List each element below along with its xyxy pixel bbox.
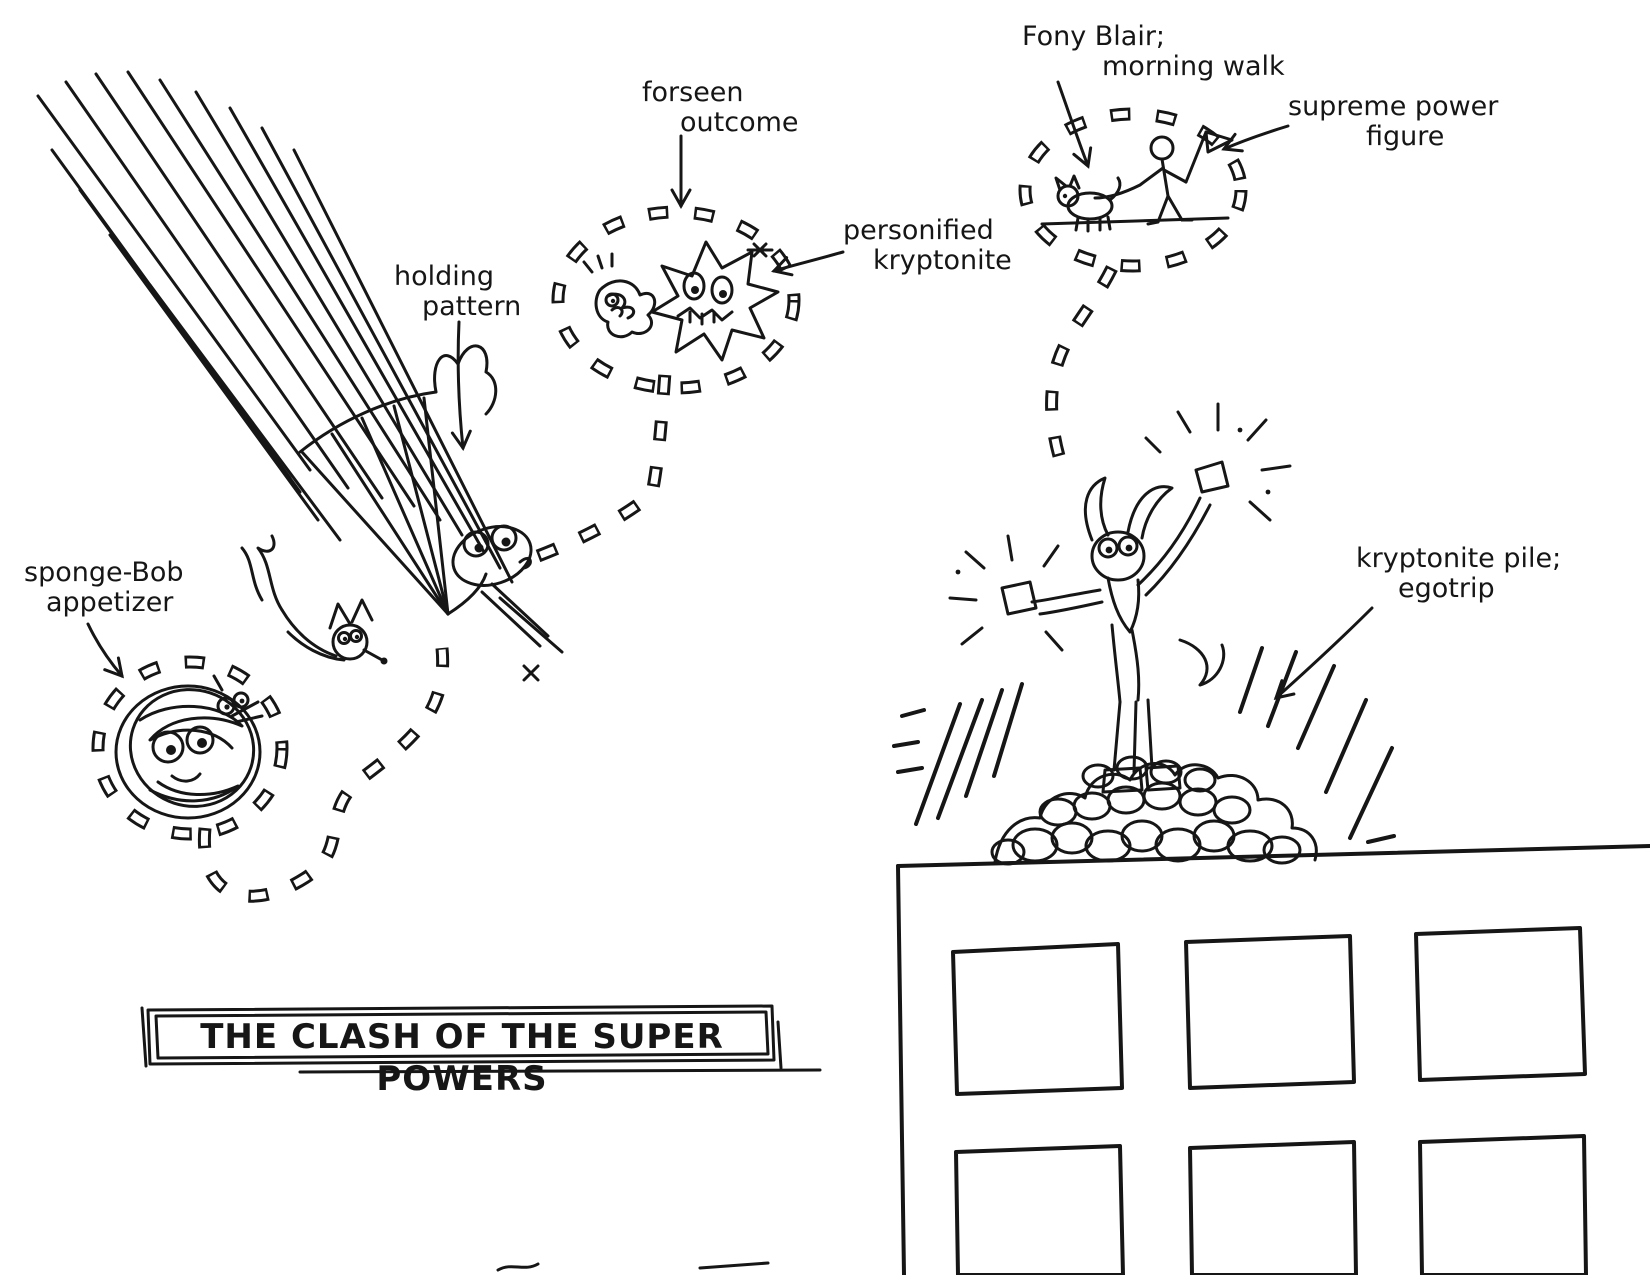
bottom-scribbles xyxy=(496,1261,770,1272)
label-line: sponge-Bob xyxy=(24,557,184,588)
label-line: holding xyxy=(394,261,495,292)
supreme-power-arrow xyxy=(1221,124,1290,153)
label-line: Fony Blair; xyxy=(1022,21,1166,52)
label-line: pattern xyxy=(422,291,522,323)
personified-kryptonite-arrow xyxy=(771,250,845,277)
outcome-scene xyxy=(582,240,780,362)
label-line: appetizer xyxy=(46,587,174,619)
walk-scene xyxy=(1040,130,1234,233)
small-flyer xyxy=(240,534,388,665)
label-line: kryptonite xyxy=(873,245,1012,277)
label-line: morning walk xyxy=(1102,51,1285,83)
label-holding-pattern: holding pattern xyxy=(394,261,522,323)
label-fony-blair: Fony Blair; morning walk xyxy=(1022,21,1285,83)
holding-pattern-arrow xyxy=(450,320,472,452)
label-supreme-power-figure: supreme power figure xyxy=(1288,91,1499,153)
pile-burst-lines xyxy=(892,646,1396,844)
label-line: figure xyxy=(1366,121,1445,153)
sparkle-lines xyxy=(948,402,1292,652)
label-line: supreme power xyxy=(1288,91,1499,122)
speed-lines xyxy=(36,70,514,584)
label-personified-kryptonite: personified kryptonite xyxy=(843,215,1012,277)
label-line: outcome xyxy=(680,107,799,139)
label-line: forseen xyxy=(642,77,744,108)
label-sponge-bob-appetizer: sponge-Bob appetizer xyxy=(24,557,184,619)
sponge-ball xyxy=(114,674,264,820)
label-line: egotrip xyxy=(1398,573,1495,605)
ego-hero xyxy=(1000,460,1230,794)
label-forseen-outcome: forseen outcome xyxy=(642,77,799,139)
label-arrows xyxy=(86,80,1374,701)
title-box xyxy=(140,1004,822,1074)
label-line: personified xyxy=(843,215,994,246)
label-kryptonite-pile-egotrip: kryptonite pile; egotrip xyxy=(1356,543,1562,605)
page-title: THE CLASH OF THE SUPER POWERS xyxy=(200,1017,724,1099)
label-line: kryptonite pile; xyxy=(1356,543,1562,574)
flying-hero xyxy=(298,344,564,682)
fony-blair-arrow xyxy=(1056,80,1093,169)
kryptonite-pile xyxy=(990,755,1318,866)
building xyxy=(896,844,1650,1275)
sponge-bob-arrow xyxy=(86,622,124,679)
kryptonite-pile-arrow xyxy=(1273,606,1374,701)
